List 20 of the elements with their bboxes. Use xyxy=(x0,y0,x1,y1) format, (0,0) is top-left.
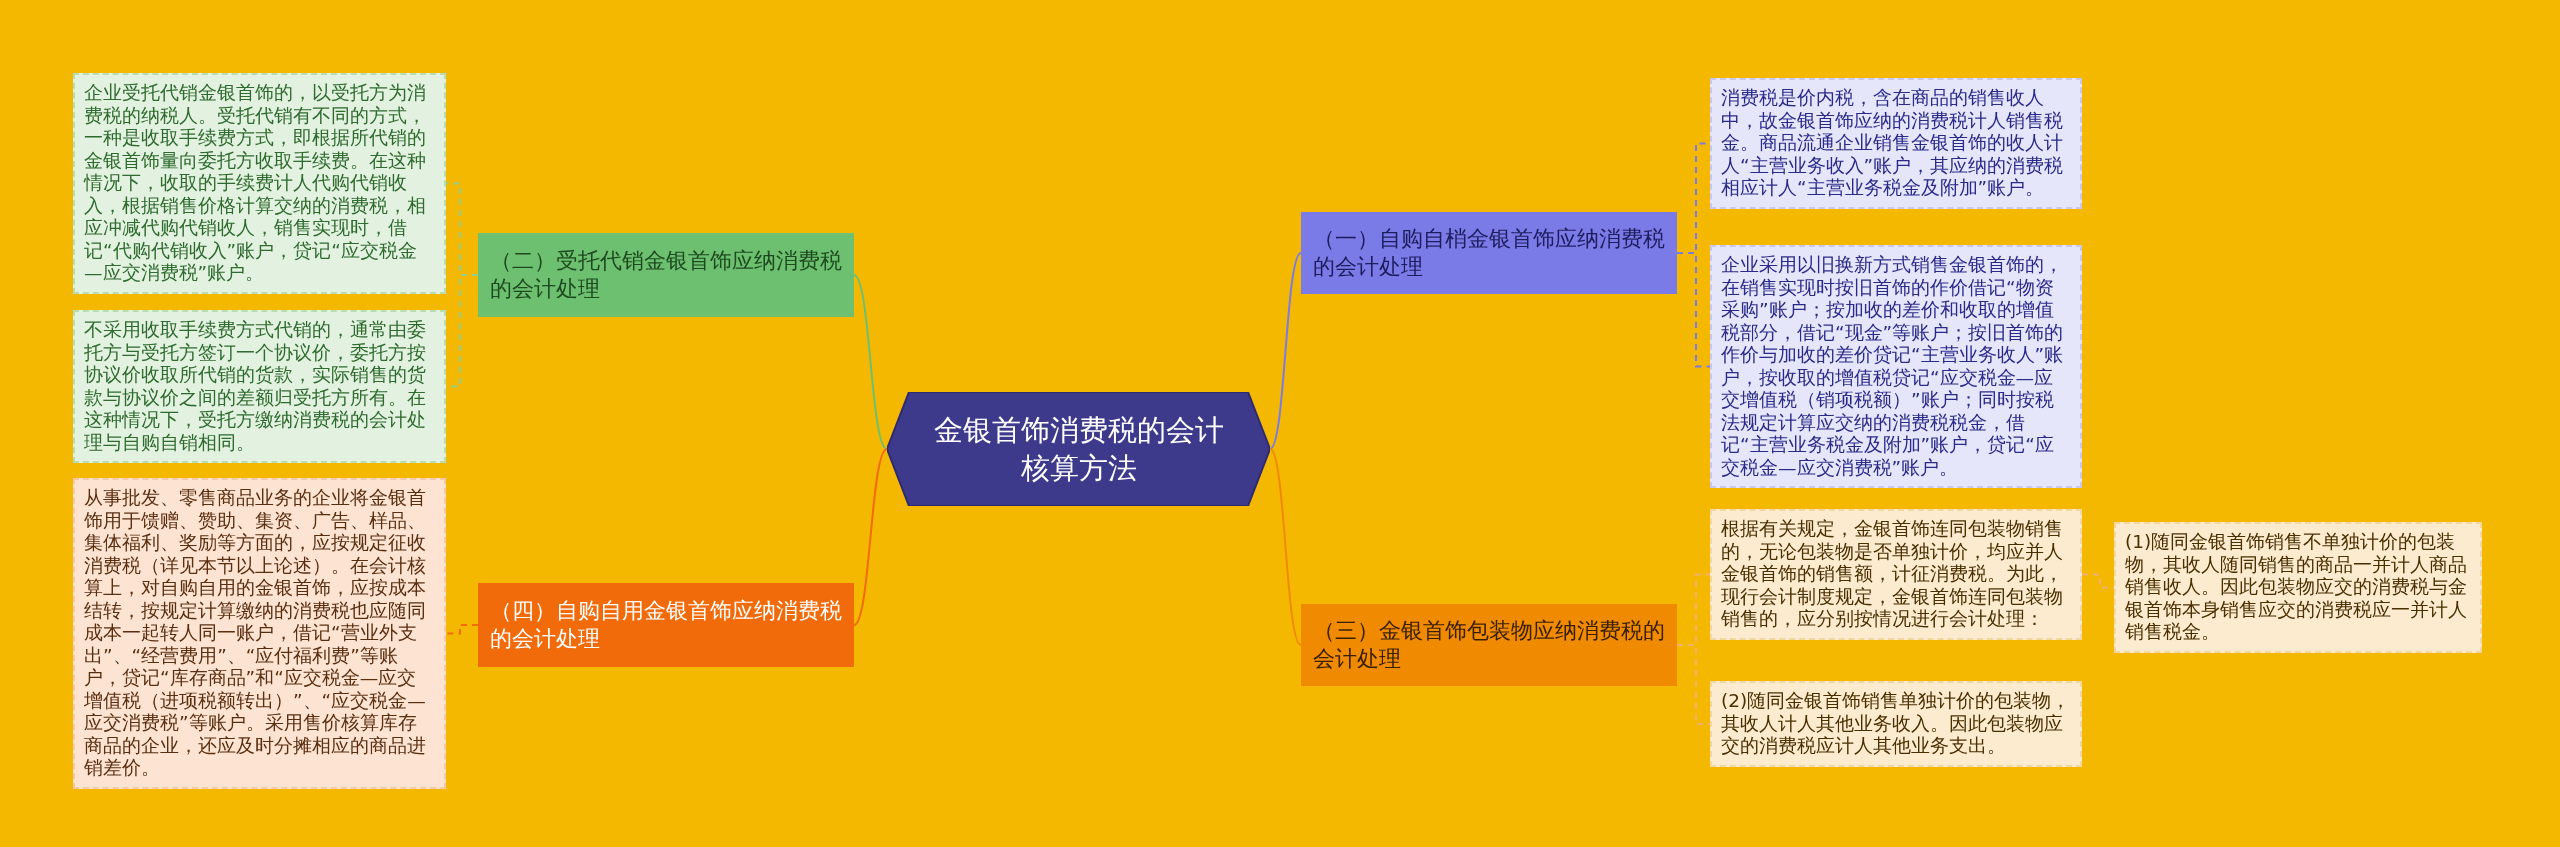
branch-box: （二）受托代销金银首饰应纳消费税的会计处理 xyxy=(478,233,854,317)
note-box: 从事批发、零售商品业务的企业将金银首饰用于馈赠、赞助、集资、广告、样品、集体福利、奖励等方面的，应按规定征收消费税（详见本节以上论述）。在会计核算上，对自购自用的金银首饰，应按成本结转，按规定计算缴纳的消费税也应随同成本一起转人同一账户，借记“营业外支出”、“经营费用”、“应付福利费”等账户，贷记“库存商品”和“应交税金—应交增值税（进项税额转出）”、“应交税金—应交消费税”等账户。采用售价核算库存商品的企业，还应及时分摊相应的商品进销差价。 xyxy=(73,478,446,789)
note-box: 企业采用以旧换新方式销售金银首饰的，在销售实现时按旧首饰的作价借记“物资采购”账户；按加收的差价和收取的增值税部分，借记“现金”等账户；按旧首饰的作价与加收的差价贷记“主营业务收人”账户，按收取的增值税贷记“应交税金—应交增值税（销项税额）”账户；同时按税法规定计算应交纳的消费税税金，借记“主营业务税金及附加”账户，贷记“应交税金—应交消费税”账户。 xyxy=(1710,245,2082,488)
note-box: 不采用收取手续费方式代销的，通常由委托方与受托方签订一个协议价，委托方按协议价收取所代销的货款，实际销售的货款与协议价之间的差额归受托方所有。在这种情况下，受托方缴纳消费税的会计处理与自购自销相同。 xyxy=(73,310,446,463)
connector-line xyxy=(1269,252,1302,450)
branch-box: （一）自购自梢金银首饰应纳消费税的会计处理 xyxy=(1301,212,1677,294)
connector-line xyxy=(1676,644,1711,725)
note-box: (1)随同金银首饰销售不单独计价的包装物，其收人随同销售的商品一并计人商品销售收人。因此包装物应交的消费税与金银首饰本身销售应交的消费税应一并计人销售税金。 xyxy=(2114,522,2482,653)
note-box: (2)随同金银首饰销售单独计价的包装物，其收人计人其他业务收入。因此包装物应交的消费税应计人其他业务支出。 xyxy=(1710,681,2082,767)
branch-box: （四）自购自用金银首饰应纳消费税的会计处理 xyxy=(478,583,854,667)
connector-line xyxy=(1269,448,1302,646)
connector-line xyxy=(445,624,479,635)
note-box: 消费税是价内税，含在商品的销售收人中，故金银首饰应纳的消费税计人销售税金。商品流通企业销售金银首饰的收人计人“主营业务收入”账户，其应纳的消费税相应计人“主营业务税金及附加”账户。 xyxy=(1710,78,2082,209)
note-box: 根据有关规定，金银首饰连同包装物销售的，无论包装物是否单独计价，均应并人金银首饰的销售额，计征消费税。为此，现行会计制度规定，金银首饰连同包装物销售的，应分别按情况进行会计处理： xyxy=(1710,509,2082,640)
topic-hexagon: 金银首饰消费税的会计核算方法 xyxy=(887,392,1270,506)
connector-line xyxy=(1676,252,1711,368)
note-box: 企业受托代销金银首饰的，以受托方为消费税的纳税人。受托代销有不同的方式，一种是收取手续费方式，即根据所代销的金银首饰量向委托方收取手续费。在这种情况下，收取的手续费计人代购代销收入，根据销售价格计算交纳的消费税，相应冲减代购代销收人，销售实现时，借记“代购代销收入”账户，贷记“应交税金—应交消费税”账户。 xyxy=(73,73,446,294)
branch-box: （三）金银首饰包装物应纳消费税的会计处理 xyxy=(1301,604,1677,686)
connector-line xyxy=(853,448,888,626)
connector-line xyxy=(853,274,888,450)
